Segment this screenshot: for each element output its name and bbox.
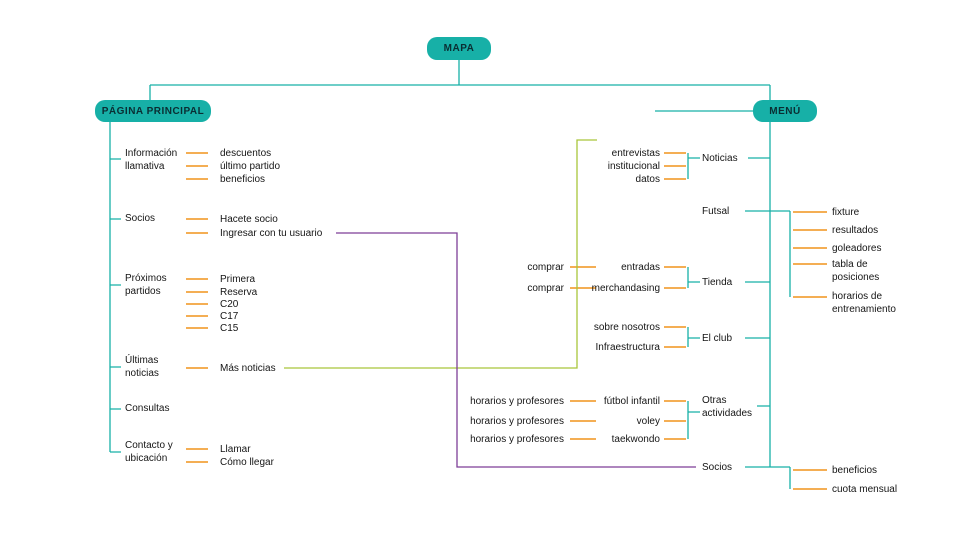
node-como-llegar: Cómo llegar bbox=[220, 457, 274, 468]
node-horarios-profesores-2: horarios y profesores bbox=[470, 416, 564, 427]
node-consultas: Consultas bbox=[125, 403, 170, 414]
node-socios-left: Socios bbox=[125, 213, 156, 224]
node-otras-actividades: Otras actividades bbox=[702, 395, 753, 419]
node-menu: MENÚ bbox=[753, 100, 817, 122]
node-entrevistas: entrevistas bbox=[611, 148, 660, 159]
node-comprar-merchandasing: comprar bbox=[527, 283, 564, 294]
node-sobre-nosotros: sobre nosotros bbox=[593, 322, 660, 333]
node-horarios-profesores-1: horarios y profesores bbox=[470, 396, 564, 407]
node-menu-label: MENÚ bbox=[769, 105, 801, 117]
node-informacion-llamativa: Información llamativa bbox=[125, 148, 178, 172]
node-merchandasing: merchandasing bbox=[591, 283, 660, 294]
node-c20: C20 bbox=[220, 299, 239, 310]
node-cuota-mensual: cuota mensual bbox=[832, 484, 898, 495]
node-infraestructura: Infraestructura bbox=[595, 342, 660, 353]
node-resultados: resultados bbox=[832, 225, 879, 236]
node-contacto-ubicacion: Contacto y ubicación bbox=[125, 440, 173, 464]
node-voley: voley bbox=[636, 416, 660, 427]
node-datos: datos bbox=[635, 174, 660, 185]
node-horarios-entrenamiento: horarios de entrenamiento bbox=[832, 291, 896, 315]
node-mas-noticias: Más noticias bbox=[220, 363, 276, 374]
node-beneficios-left: beneficios bbox=[220, 174, 266, 185]
node-institucional: institucional bbox=[607, 161, 660, 172]
purple-link-ingresar-to-socios bbox=[336, 232, 696, 468]
node-tienda: Tienda bbox=[702, 277, 733, 288]
node-pagina-principal: PÁGINA PRINCIPAL bbox=[95, 100, 211, 122]
node-c17: C17 bbox=[220, 311, 239, 322]
node-ultimo-partido: último partido bbox=[220, 161, 281, 172]
node-beneficios-socios: beneficios bbox=[832, 465, 878, 476]
node-c15: C15 bbox=[220, 323, 239, 334]
node-proximos-partidos: Próximos partidos bbox=[125, 273, 167, 297]
orange-connector-ticks bbox=[186, 152, 827, 490]
node-comprar-entradas: comprar bbox=[527, 262, 564, 273]
node-llamar: Llamar bbox=[220, 444, 251, 455]
node-primera: Primera bbox=[220, 274, 256, 285]
node-mapa: MAPA bbox=[427, 37, 491, 60]
node-ingresar-usuario: Ingresar con tu usuario bbox=[220, 228, 323, 239]
node-futbol-infantil: fútbol infantil bbox=[603, 396, 660, 407]
node-futsal: Futsal bbox=[702, 206, 730, 217]
node-entradas: entradas bbox=[621, 262, 660, 273]
node-taekwondo: taekwondo bbox=[611, 434, 660, 445]
node-horarios-profesores-3: horarios y profesores bbox=[470, 434, 564, 445]
node-fixture: fixture bbox=[832, 207, 860, 218]
teal-structure-lines bbox=[109, 60, 791, 489]
node-ultimas-noticias: Últimas noticias bbox=[125, 355, 159, 379]
green-link-mas-noticias-to-noticias bbox=[284, 139, 597, 369]
node-goleadores: goleadores bbox=[832, 243, 882, 254]
node-el-club: El club bbox=[702, 333, 733, 344]
node-socios-menu: Socios bbox=[702, 462, 733, 473]
node-hacete-socio: Hacete socio bbox=[220, 214, 278, 225]
node-tabla-posiciones: tabla de posiciones bbox=[832, 259, 880, 283]
node-mapa-label: MAPA bbox=[443, 43, 475, 54]
node-pagina-principal-label: PÁGINA PRINCIPAL bbox=[101, 105, 205, 117]
node-noticias: Noticias bbox=[702, 153, 738, 164]
node-descuentos: descuentos bbox=[220, 148, 272, 159]
node-reserva: Reserva bbox=[220, 287, 258, 298]
